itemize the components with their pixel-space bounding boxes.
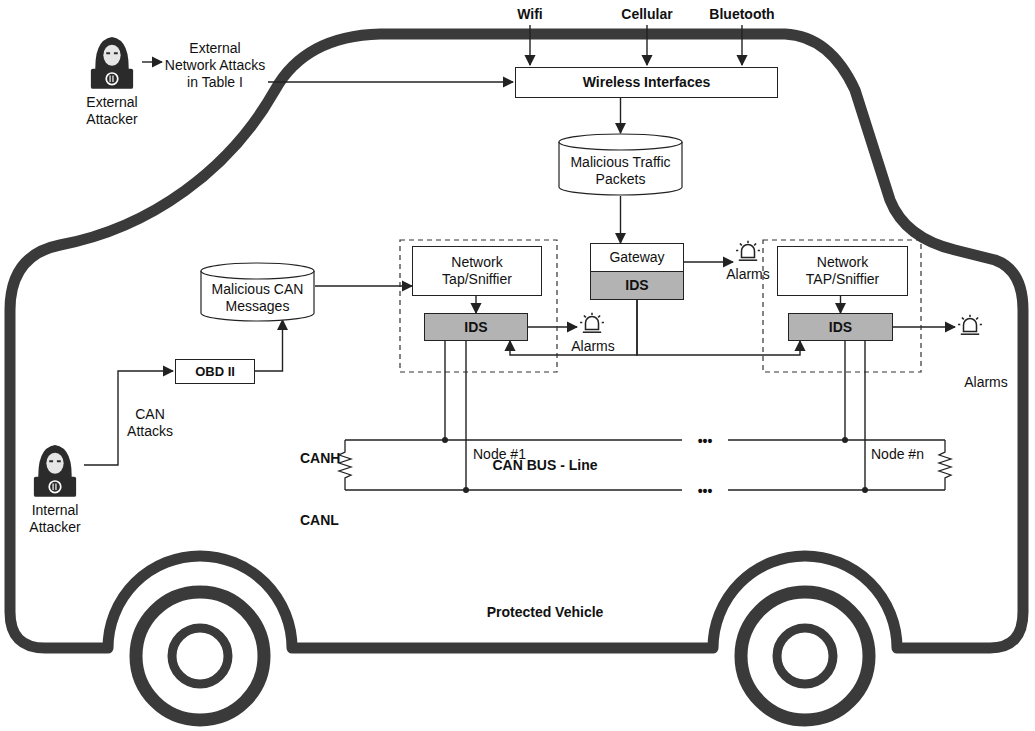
- sniffer-box: Network Tap/Sniffier: [412, 246, 542, 296]
- wheel: [136, 592, 869, 720]
- attack-note: CAN Attacks: [122, 406, 178, 440]
- car-outline: [10, 34, 1023, 648]
- connector-arrow: [840, 296, 841, 313]
- node-text: OBD II: [195, 363, 235, 380]
- traffic-cylinder: Malicious Traffic Packets: [558, 133, 683, 196]
- node-text: Malicious Traffic Packets: [564, 154, 677, 188]
- text-stack: IDS: [829, 319, 852, 336]
- channel-label: Cellular: [621, 6, 672, 23]
- text-stack: IDS: [625, 277, 648, 294]
- text-stack: Network Tap/Sniffier: [418, 254, 536, 288]
- actor-label: External Attacker: [70, 94, 154, 128]
- node-text: Gateway: [609, 249, 664, 266]
- ids-box: IDS: [591, 271, 683, 299]
- gateway-box: GatewayIDS: [590, 243, 684, 300]
- signal-arrow: [84, 25, 955, 465]
- can-bus-wire: [345, 341, 945, 490]
- connector-arrow: [620, 196, 621, 243]
- obd-port-box: OBD II: [175, 359, 255, 384]
- sniffer-box: Network TAP/Sniffier: [777, 246, 908, 296]
- sniffer-group: [400, 240, 921, 372]
- attack-note: External Network Attacks in Table I: [164, 40, 266, 91]
- connector-arrow: [475, 296, 476, 313]
- caption-label: Protected Vehicle: [487, 604, 604, 621]
- text-stack: OBD II: [195, 363, 235, 380]
- node-text: Malicious CAN Messages: [206, 281, 309, 315]
- alarm-label: Alarms: [571, 338, 615, 355]
- junction-dot: [442, 437, 868, 493]
- ids-box: IDS: [788, 313, 893, 341]
- connector-arrow: [620, 98, 621, 133]
- text-stack: IDS: [464, 319, 487, 336]
- ellipsis: •••: [698, 433, 713, 450]
- node-text: Network TAP/Sniffier: [783, 254, 902, 288]
- ids-box: IDS: [424, 313, 528, 341]
- connector-arrow: [510, 299, 637, 355]
- text-stack: Wireless Interfaces: [583, 74, 711, 91]
- connector-arrow: [637, 299, 800, 355]
- node-text: IDS: [829, 319, 852, 336]
- node-label: Node #1: [473, 446, 526, 463]
- can-message-cylinder: Malicious CAN Messages: [200, 262, 315, 322]
- actor-label: Internal Attacker: [19, 502, 91, 536]
- ellipsis: •••: [698, 483, 713, 500]
- text-stack: Malicious Traffic Packets: [564, 154, 677, 188]
- interface-box: Wireless Interfaces: [515, 67, 778, 98]
- alarm-bell: [580, 241, 982, 335]
- text-area: Gateway: [591, 244, 683, 271]
- node-text: IDS: [625, 277, 648, 294]
- resistor-symbol: [339, 440, 951, 490]
- channel-label: Wifi: [517, 6, 543, 23]
- node-label: Node #n: [871, 446, 924, 463]
- node-text: IDS: [464, 319, 487, 336]
- connector-arrow: [315, 285, 412, 286]
- alarm-label: Alarms: [964, 374, 1008, 391]
- alarm-label: Alarms: [726, 266, 770, 283]
- text-stack: Gateway: [609, 249, 664, 266]
- connector-arrow: [255, 320, 283, 371]
- signal-name: CANH: [300, 450, 340, 467]
- signal-name: CANL: [300, 512, 339, 529]
- channel-label: Bluetooth: [709, 6, 774, 23]
- node-text: Network Tap/Sniffier: [418, 254, 536, 288]
- node-text: Wireless Interfaces: [583, 74, 711, 91]
- text-stack: Malicious CAN Messages: [206, 281, 309, 315]
- text-stack: Network TAP/Sniffier: [783, 254, 902, 288]
